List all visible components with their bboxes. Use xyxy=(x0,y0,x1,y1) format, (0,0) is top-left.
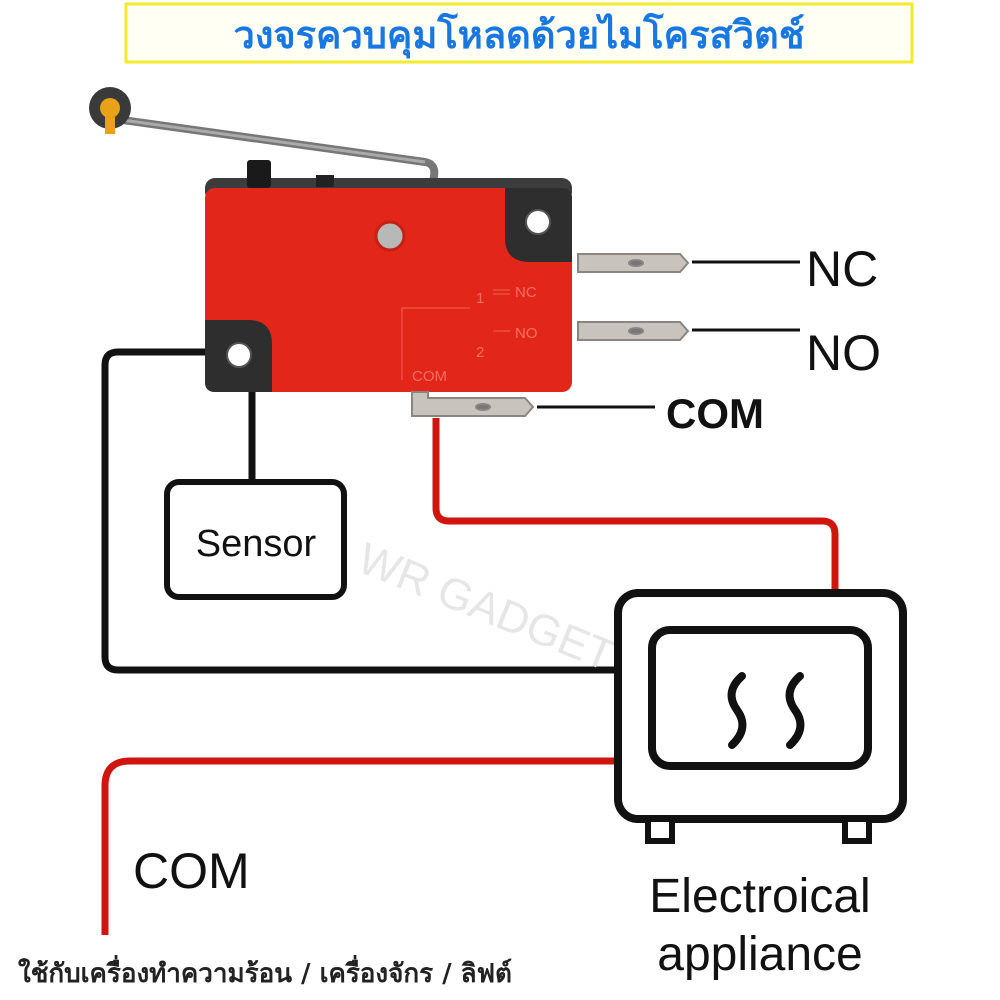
plunger xyxy=(247,160,271,188)
embossed-pin2: 2 xyxy=(476,344,484,361)
footer-text: ใช้กับเครื่องทำความร้อน / เครื่องจักร / … xyxy=(18,954,512,989)
com-label: COM xyxy=(666,390,764,437)
appliance-label-line2: appliance xyxy=(657,928,863,981)
title-banner: วงจรควบคุมโหลดด้วยไมโครสวิตช์ xyxy=(124,2,914,64)
red-wire-supply xyxy=(101,757,618,935)
watermark: WR GADGET xyxy=(351,534,621,681)
heat-wave-icon xyxy=(785,672,805,749)
roller-lever xyxy=(89,87,439,194)
electrical-appliance xyxy=(614,589,907,844)
red-wire-com xyxy=(432,418,839,592)
embossed-nc: NC xyxy=(515,284,537,301)
micro-switch: 1 NC NO 2 COM xyxy=(205,160,572,392)
screw xyxy=(374,220,406,252)
title-text: วงจรควบคุมโหลดด้วยไมโครสวิตช์ xyxy=(233,12,804,59)
heat-wave-icon xyxy=(727,672,747,749)
embossed-com: COM xyxy=(412,368,447,385)
embossed-pin1: 1 xyxy=(476,290,484,307)
com-terminal xyxy=(411,391,535,417)
supply-com-label: COM xyxy=(133,843,250,899)
nc-label: NC xyxy=(806,241,878,297)
sensor-label: Sensor xyxy=(196,523,317,565)
sensor-box: Sensor xyxy=(164,479,347,600)
no-label: NO xyxy=(806,325,881,381)
terminal-tabs xyxy=(411,253,690,417)
embossed-no: NO xyxy=(515,325,538,342)
appliance-label-line1: Electroical xyxy=(649,870,870,923)
black-wire-loop xyxy=(101,348,618,674)
